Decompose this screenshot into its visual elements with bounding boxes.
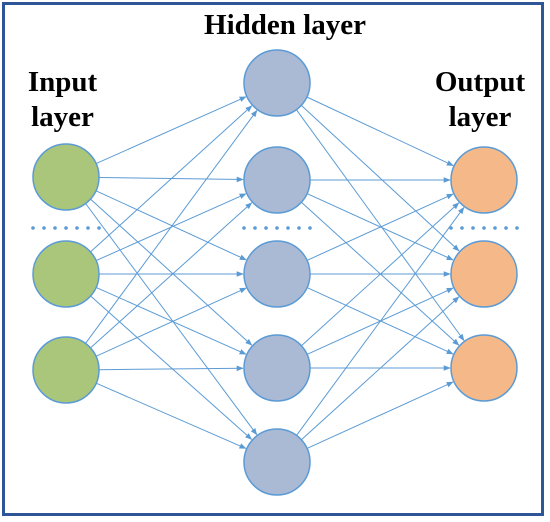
input-ellipsis-dot <box>31 226 35 230</box>
output-layer-label-line2: layer <box>448 101 512 133</box>
hidden-output-edge-1-3 <box>295 109 465 342</box>
input-hidden-edge-3-2 <box>90 202 253 349</box>
output-ellipsis-dot <box>471 226 475 230</box>
input-ellipsis-dot <box>86 226 90 230</box>
hidden-ellipsis-dot <box>297 226 301 230</box>
hidden-node-4 <box>243 334 311 402</box>
input-ellipsis-dot <box>97 226 101 230</box>
input-layer-label-line2: layer <box>31 101 94 133</box>
output-node-3 <box>450 334 518 402</box>
hidden-output-edge-5-1 <box>296 206 465 436</box>
hidden-output-edge-4-1 <box>301 202 460 347</box>
input-node-2 <box>32 240 100 308</box>
input-ellipsis-dot <box>75 226 79 230</box>
input-layer-label-line1: Input <box>27 66 98 98</box>
input-node-1 <box>32 143 100 211</box>
hidden-output-edge-1-1 <box>306 96 454 167</box>
hidden-ellipsis-dot <box>286 226 290 230</box>
hidden-output-edge-3-1 <box>306 193 454 261</box>
hidden-ellipsis-dot <box>275 226 279 230</box>
output-ellipsis-dot <box>482 226 486 230</box>
hidden-ellipsis-dot <box>308 226 312 230</box>
hidden-ellipsis <box>242 226 312 230</box>
input-hidden-edge-1-5 <box>85 203 258 436</box>
input-hidden-edge-3-1 <box>85 109 258 344</box>
output-layer-label-line1: Output <box>434 66 526 98</box>
input-ellipsis-dot <box>64 226 68 230</box>
input-hidden-edge-1-3 <box>95 190 247 261</box>
output-node-1 <box>450 146 518 214</box>
output-ellipsis-dot <box>493 226 497 230</box>
hidden-ellipsis-dot <box>242 226 246 230</box>
hidden-output-edge-5-2 <box>301 296 460 441</box>
nodes <box>32 49 518 496</box>
input-hidden-edge-3-4 <box>98 365 244 372</box>
hidden-node-2 <box>243 146 311 214</box>
input-hidden-edge-3-3 <box>95 287 247 357</box>
hidden-node-3 <box>243 240 311 308</box>
hidden-node-5 <box>243 428 311 496</box>
output-ellipsis-dot <box>449 226 453 230</box>
output-ellipsis-dot <box>460 226 464 230</box>
output-node-2 <box>450 240 518 308</box>
input-ellipsis-dot <box>42 226 46 230</box>
hidden-ellipsis-dot <box>264 226 268 230</box>
hidden-layer-label-text: Hidden layer <box>204 9 366 41</box>
output-layer-label: Output layer <box>420 65 540 135</box>
output-ellipsis-dot <box>504 226 508 230</box>
input-hidden-edge-2-1 <box>90 105 253 253</box>
hidden-output-edge-5-3 <box>306 381 454 449</box>
hidden-output-edge-1-2 <box>300 105 460 252</box>
hidden-node-1 <box>243 49 311 117</box>
hidden-layer-label: Hidden layer <box>175 8 395 43</box>
input-ellipsis-dot <box>53 226 57 230</box>
output-ellipsis-dot <box>515 226 519 230</box>
input-layer-label: Input layer <box>10 65 115 135</box>
input-hidden-edge-1-4 <box>90 198 253 346</box>
ellipsis-markers <box>31 226 519 230</box>
output-ellipsis <box>449 226 519 230</box>
input-hidden-edge-2-4 <box>95 286 247 355</box>
hidden-ellipsis-dot <box>253 226 257 230</box>
input-hidden-edge-2-5 <box>90 295 253 440</box>
input-ellipsis <box>31 226 101 230</box>
connections <box>85 96 465 449</box>
input-hidden-edge-3-5 <box>96 382 247 449</box>
input-node-3 <box>32 336 100 404</box>
input-hidden-edge-1-1 <box>95 96 247 165</box>
